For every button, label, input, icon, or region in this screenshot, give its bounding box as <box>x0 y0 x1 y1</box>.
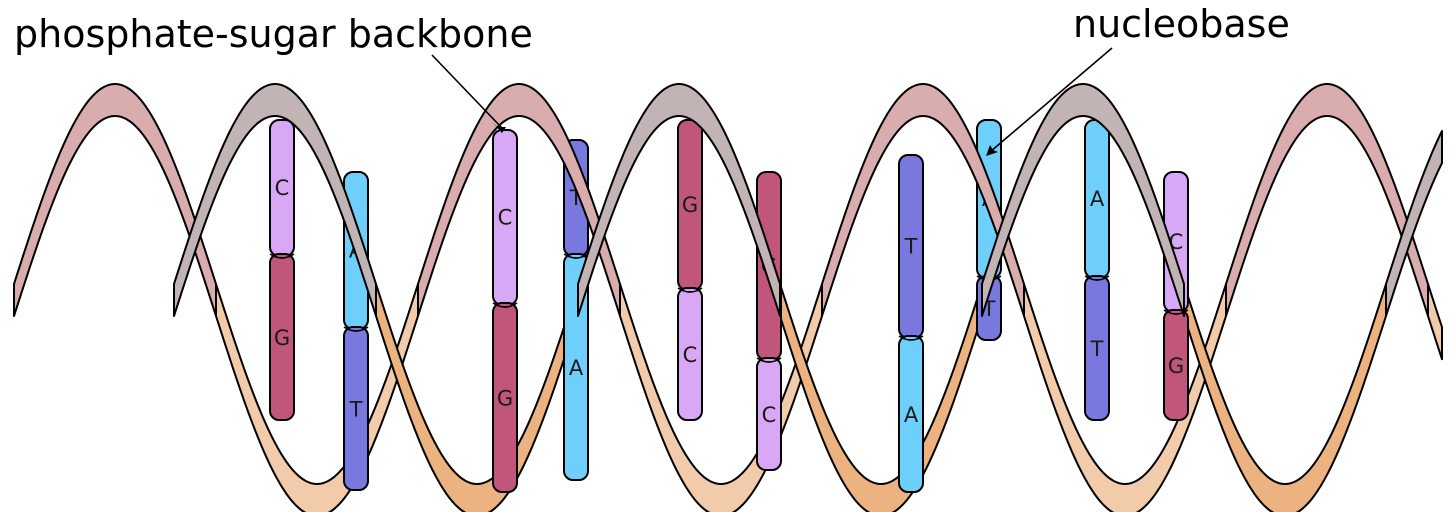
backbone-pointer-arrowhead <box>492 122 506 133</box>
base-letter-lower: G <box>1168 354 1184 378</box>
back-backbone-strands <box>215 283 1443 512</box>
base-letter-upper: G <box>682 193 698 217</box>
base-letter-upper: C <box>275 176 290 200</box>
base-pair-7: TA <box>898 154 924 493</box>
base-pair-5: GC <box>677 119 703 421</box>
nucleobase-G-lower <box>269 253 295 421</box>
hydrogen-bond-line <box>898 335 924 341</box>
strand-a-segment-7 <box>1225 83 1429 317</box>
base-letter-lower: G <box>274 326 290 350</box>
nucleobase-T-lower <box>343 326 369 491</box>
backbone-label: phosphate-sugar backbone <box>14 12 533 56</box>
base-pair-9: AT <box>1084 119 1110 421</box>
backbone-pointer-line <box>431 54 503 129</box>
base-pair-3: CG <box>492 129 518 493</box>
base-letter-upper: A <box>1090 187 1105 211</box>
nucleobase-A-lower <box>563 253 589 481</box>
nucleobase-G-lower <box>492 302 518 493</box>
nucleobase-A-lower <box>898 335 924 493</box>
strand-a-segment-1 <box>13 83 217 317</box>
nucleobase-T-lower <box>1084 275 1110 421</box>
base-letter-lower: A <box>569 356 584 380</box>
base-letter-lower: T <box>349 398 363 422</box>
strand-b-segment-7 <box>1385 130 1443 317</box>
hydrogen-bond-line <box>563 253 589 259</box>
nucleobase-pairs: CGATCGTAGCGCTAATATCG <box>269 119 1189 493</box>
hydrogen-bond-line <box>677 287 703 293</box>
nucleobase-pointer-arrowhead <box>986 145 998 156</box>
base-pair-1: CG <box>269 119 295 421</box>
strand-b-segment-5 <box>981 83 1185 317</box>
base-letter-lower: T <box>1090 337 1104 361</box>
strand-a-segment-3 <box>417 83 621 317</box>
base-letter-lower: C <box>683 343 698 367</box>
nucleobase-pointer-line <box>989 47 1113 153</box>
strand-a-segment-8 <box>1427 283 1443 361</box>
base-letter-upper: T <box>904 235 918 259</box>
base-letter-upper: C <box>498 206 513 230</box>
front-backbone-strands <box>13 83 1443 317</box>
strand-a-segment-5 <box>821 83 1025 317</box>
base-pair-6: GC <box>756 171 782 471</box>
backbone-callout: phosphate-sugar backbone <box>14 12 533 133</box>
nucleobase-C-lower <box>677 287 703 421</box>
nucleobase-C-lower <box>756 357 782 471</box>
nucleobase-callout: nucleobase <box>986 2 1290 156</box>
base-letter-lower: C <box>762 403 777 427</box>
strand-b-segment-3 <box>577 83 781 317</box>
hydrogen-bond-line <box>1084 275 1110 281</box>
base-pair-4: TA <box>563 139 589 481</box>
hydrogen-bond-line <box>269 253 295 259</box>
hydrogen-bond-line <box>756 357 782 363</box>
hydrogen-bond-line <box>492 302 518 308</box>
strand-b-segment-1 <box>173 83 377 317</box>
base-letter-lower: A <box>904 403 919 427</box>
base-letter-lower: G <box>497 387 513 411</box>
nucleobase-label: nucleobase <box>1073 2 1290 46</box>
nucleobase-G-lower <box>1163 309 1189 421</box>
hydrogen-bond-line <box>343 326 369 332</box>
hydrogen-bond-line <box>1163 309 1189 315</box>
